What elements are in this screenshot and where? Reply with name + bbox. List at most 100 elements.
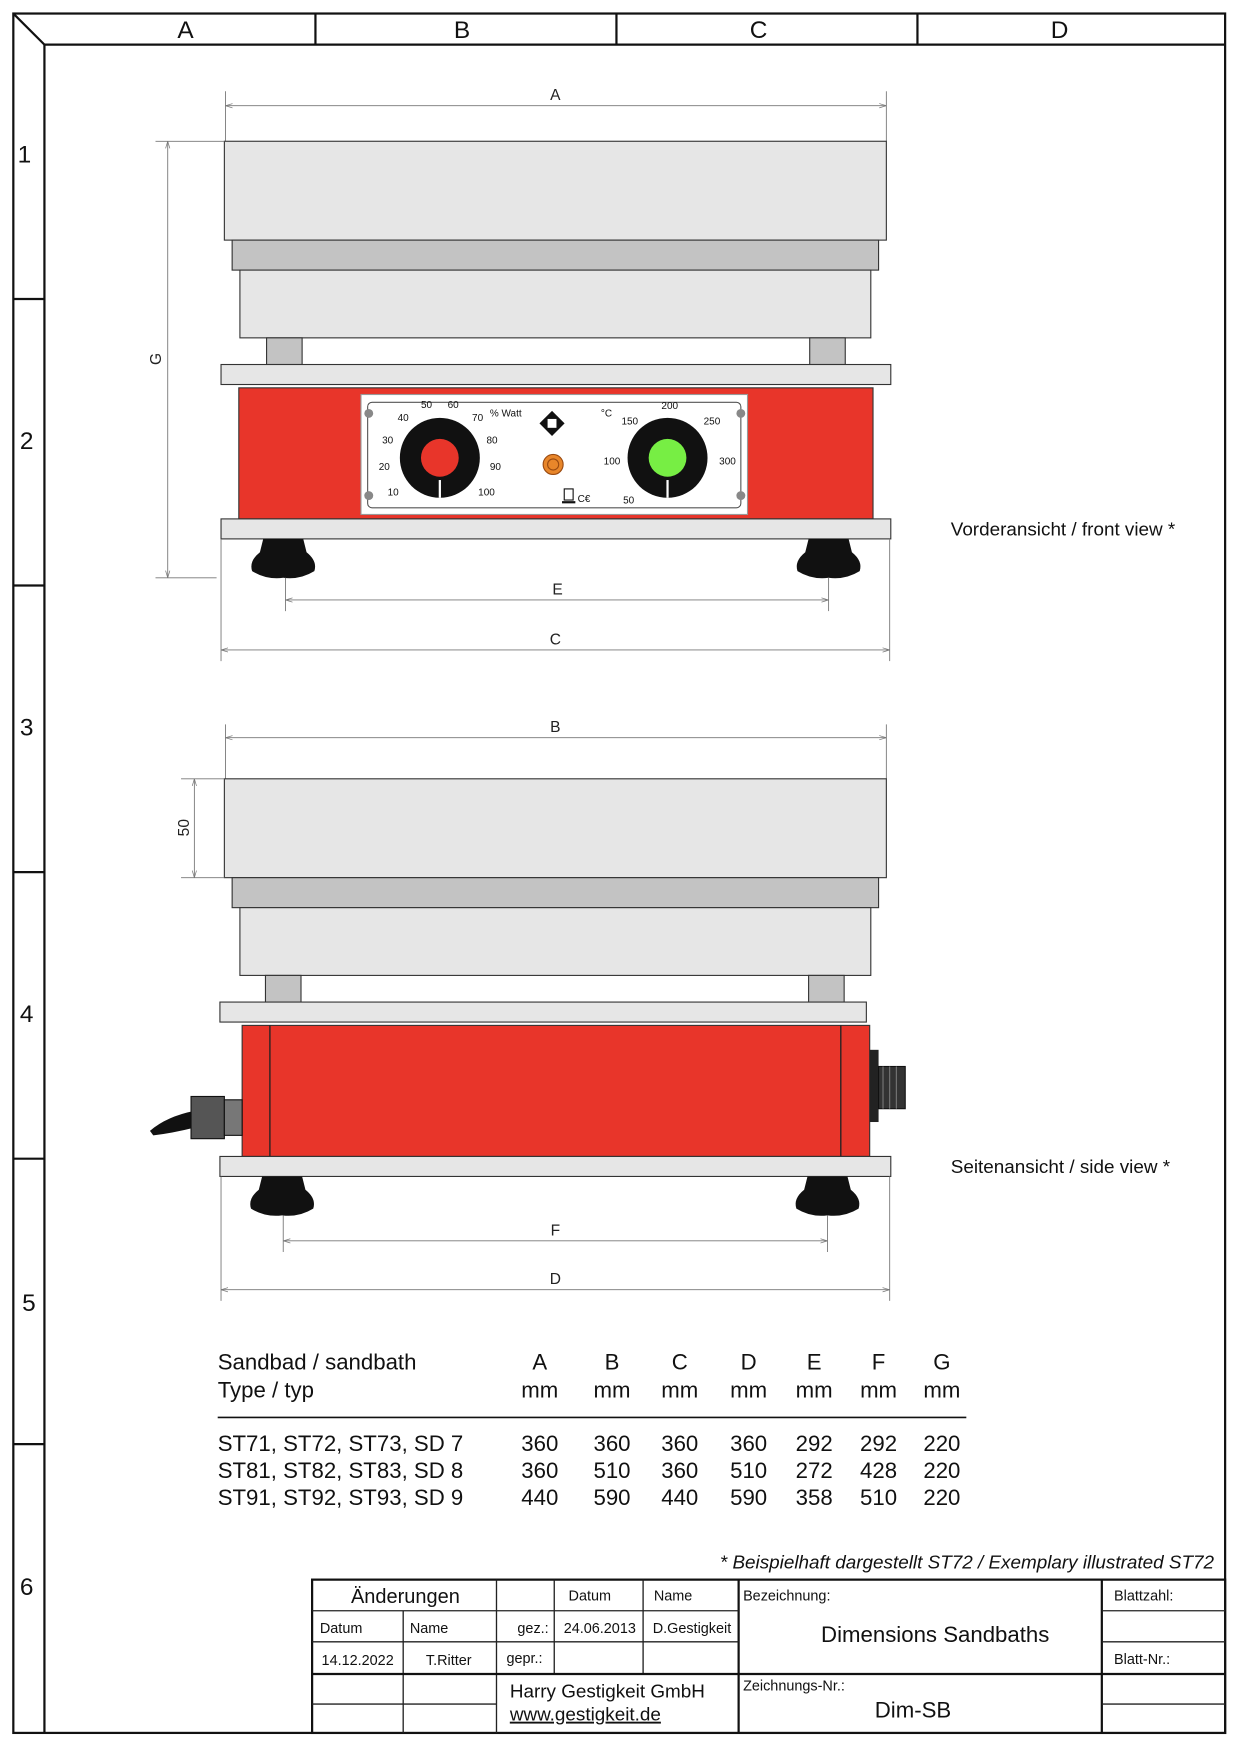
column-header: B	[605, 1350, 620, 1375]
svg-text:Datum: Datum	[569, 1589, 611, 1605]
table-subtitle: Type / typ	[218, 1377, 314, 1402]
foot-right	[796, 538, 861, 579]
dimension-table: Sandbad / sandbath Type / typ AmmBmmCmmD…	[217, 1350, 967, 1510]
svg-text:T.Ritter: T.Ritter	[426, 1653, 472, 1669]
column-unit: mm	[923, 1377, 960, 1402]
frame-column-c: C	[750, 17, 768, 44]
table-cell: 510	[730, 1458, 767, 1483]
table-cell: 360	[521, 1431, 558, 1456]
front-view-label: Vorderansicht / front view *	[951, 520, 1176, 541]
frame-row-3: 3	[20, 714, 34, 741]
table-cell: 360	[521, 1458, 558, 1483]
svg-text:°C: °C	[601, 409, 612, 420]
column-header: D	[741, 1350, 757, 1375]
dimension-e: E	[285, 577, 830, 612]
foot-right-side	[795, 1176, 860, 1216]
table-cell: 590	[593, 1485, 630, 1510]
foot-left-side	[250, 1176, 314, 1216]
svg-text:Zeichnungs-Nr.:: Zeichnungs-Nr.:	[743, 1679, 845, 1695]
column-unit: mm	[860, 1377, 897, 1402]
table-title: Sandbad / sandbath	[218, 1350, 417, 1375]
svg-text:gepr.:: gepr.:	[506, 1651, 542, 1667]
temperature-knob-cap	[648, 438, 687, 477]
weee-icon	[562, 488, 576, 504]
table-cell: 428	[860, 1458, 897, 1483]
table-cell: 360	[730, 1431, 767, 1456]
table-cell: 510	[593, 1458, 630, 1483]
column-unit: mm	[521, 1377, 558, 1402]
svg-text:Name: Name	[654, 1589, 692, 1605]
svg-text:Name: Name	[410, 1621, 448, 1637]
side-view-label: Seitenansicht / side view *	[951, 1157, 1171, 1178]
svg-text:50: 50	[176, 819, 193, 837]
table-cell: 292	[860, 1431, 897, 1456]
svg-text:40: 40	[398, 413, 410, 424]
column-header: A	[532, 1350, 547, 1375]
frame-row-6: 6	[20, 1574, 34, 1601]
table-cell: 358	[796, 1485, 833, 1510]
svg-text:90: 90	[490, 462, 502, 473]
table-cell: 440	[661, 1485, 698, 1510]
svg-text:Blatt-Nr.:: Blatt-Nr.:	[1114, 1652, 1170, 1668]
red-housing-side	[241, 1024, 871, 1158]
svg-text:70: 70	[472, 413, 484, 424]
frame-row-4: 4	[20, 1001, 34, 1028]
svg-text:F: F	[551, 1222, 561, 1239]
column-unit: mm	[730, 1377, 767, 1402]
indicator-lamp	[542, 453, 564, 476]
svg-text:150: 150	[621, 416, 638, 427]
svg-text:100: 100	[478, 488, 495, 499]
svg-text:50: 50	[623, 495, 635, 506]
dimension-c: C	[220, 538, 891, 662]
column-header: E	[807, 1350, 822, 1375]
power-knob-cap	[420, 438, 459, 477]
dimension-b: B	[225, 719, 887, 779]
svg-text:gez.:: gez.:	[517, 1621, 548, 1637]
temperature-knob[interactable]	[627, 417, 708, 498]
svg-text:D: D	[550, 1271, 561, 1288]
frame-row-2: 2	[20, 428, 34, 455]
column-header: G	[933, 1350, 950, 1375]
control-panel: 10 20 30 40 50 60 70 80 90 100 % Watt	[360, 393, 749, 516]
table-cell: 590	[730, 1485, 767, 1510]
frame-row-1: 1	[18, 141, 32, 168]
table-cell: 360	[661, 1458, 698, 1483]
dimension-50: 50	[176, 778, 225, 879]
svg-text:250: 250	[704, 416, 721, 427]
svg-text:300: 300	[719, 456, 736, 467]
frame-column-d: D	[1051, 17, 1069, 44]
svg-text:Bezeichnung:: Bezeichnung:	[743, 1589, 830, 1605]
table-cell: 272	[796, 1458, 833, 1483]
website-link[interactable]: www.gestigkeit.de	[509, 1705, 661, 1726]
frame-column-a: A	[177, 17, 194, 44]
svg-text:A: A	[550, 87, 561, 104]
svg-text:30: 30	[382, 435, 394, 446]
column-header: F	[872, 1350, 886, 1375]
power-knob[interactable]	[399, 417, 480, 498]
table-cell: 292	[796, 1431, 833, 1456]
dimension-d: D	[220, 1176, 891, 1301]
front-view: A 10 20 30 40 50 60 70 80 90	[148, 87, 1176, 662]
svg-text:% Watt: % Watt	[490, 409, 522, 420]
table-cell: 220	[923, 1458, 960, 1483]
column-unit: mm	[594, 1377, 631, 1402]
row-type: ST71, ST72, ST73, SD 7	[218, 1431, 464, 1456]
ce-mark: C€	[578, 494, 591, 505]
column-header: C	[672, 1350, 688, 1375]
svg-text:14.12.2022: 14.12.2022	[322, 1653, 394, 1669]
footnote: * Beispielhaft dargestellt ST72 / Exempl…	[720, 1553, 1215, 1574]
row-type: ST81, ST82, ST83, SD 8	[218, 1458, 464, 1483]
svg-text:Harry Gestigkeit GmbH: Harry Gestigkeit GmbH	[510, 1681, 705, 1702]
dimension-a: A	[225, 87, 887, 142]
svg-text:Datum: Datum	[320, 1621, 362, 1637]
dimension-g: G	[148, 140, 225, 579]
table-cell: 510	[860, 1485, 897, 1510]
table-cell: 360	[593, 1431, 630, 1456]
svg-text:80: 80	[486, 435, 498, 446]
svg-text:Blattzahl:: Blattzahl:	[1114, 1589, 1173, 1605]
power-cable	[149, 1095, 243, 1140]
svg-text:B: B	[550, 719, 560, 736]
table-cell: 220	[923, 1431, 960, 1456]
svg-text:100: 100	[604, 456, 621, 467]
